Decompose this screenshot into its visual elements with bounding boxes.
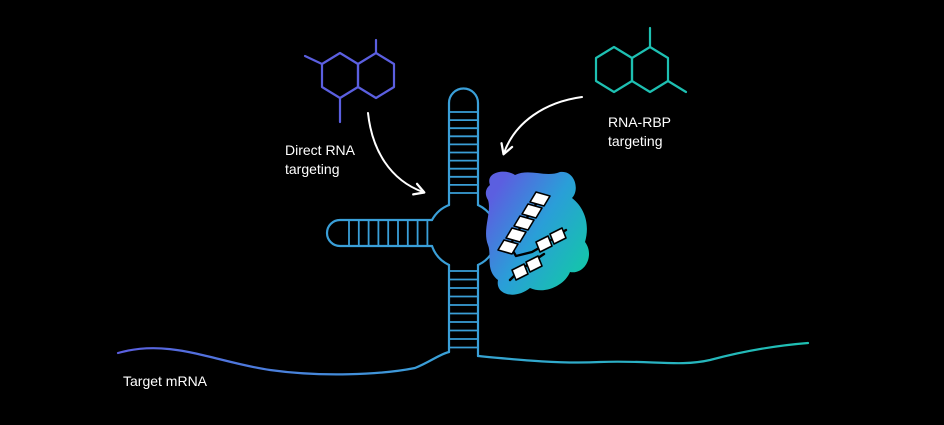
rna-rbp-targeting-label: RNA-RBP targeting [608,114,672,149]
direct-rna-targeting-label: Direct RNA targeting [285,142,356,177]
target-mrna-label: Target mRNA [123,373,208,389]
fused-ring-molecule-icon [594,26,688,94]
side-hairpin [325,218,434,248]
protein-surface [485,171,590,295]
mrna-strand-left [116,347,451,376]
rna-binding-protein-icon [485,171,590,295]
mrna-strand-right [476,341,810,365]
rbp-targeting-arrow [500,96,583,156]
direct-targeting-arrow [367,112,426,196]
fused-ring-molecule-icon [303,38,396,124]
base-pair-rungs [348,111,479,349]
